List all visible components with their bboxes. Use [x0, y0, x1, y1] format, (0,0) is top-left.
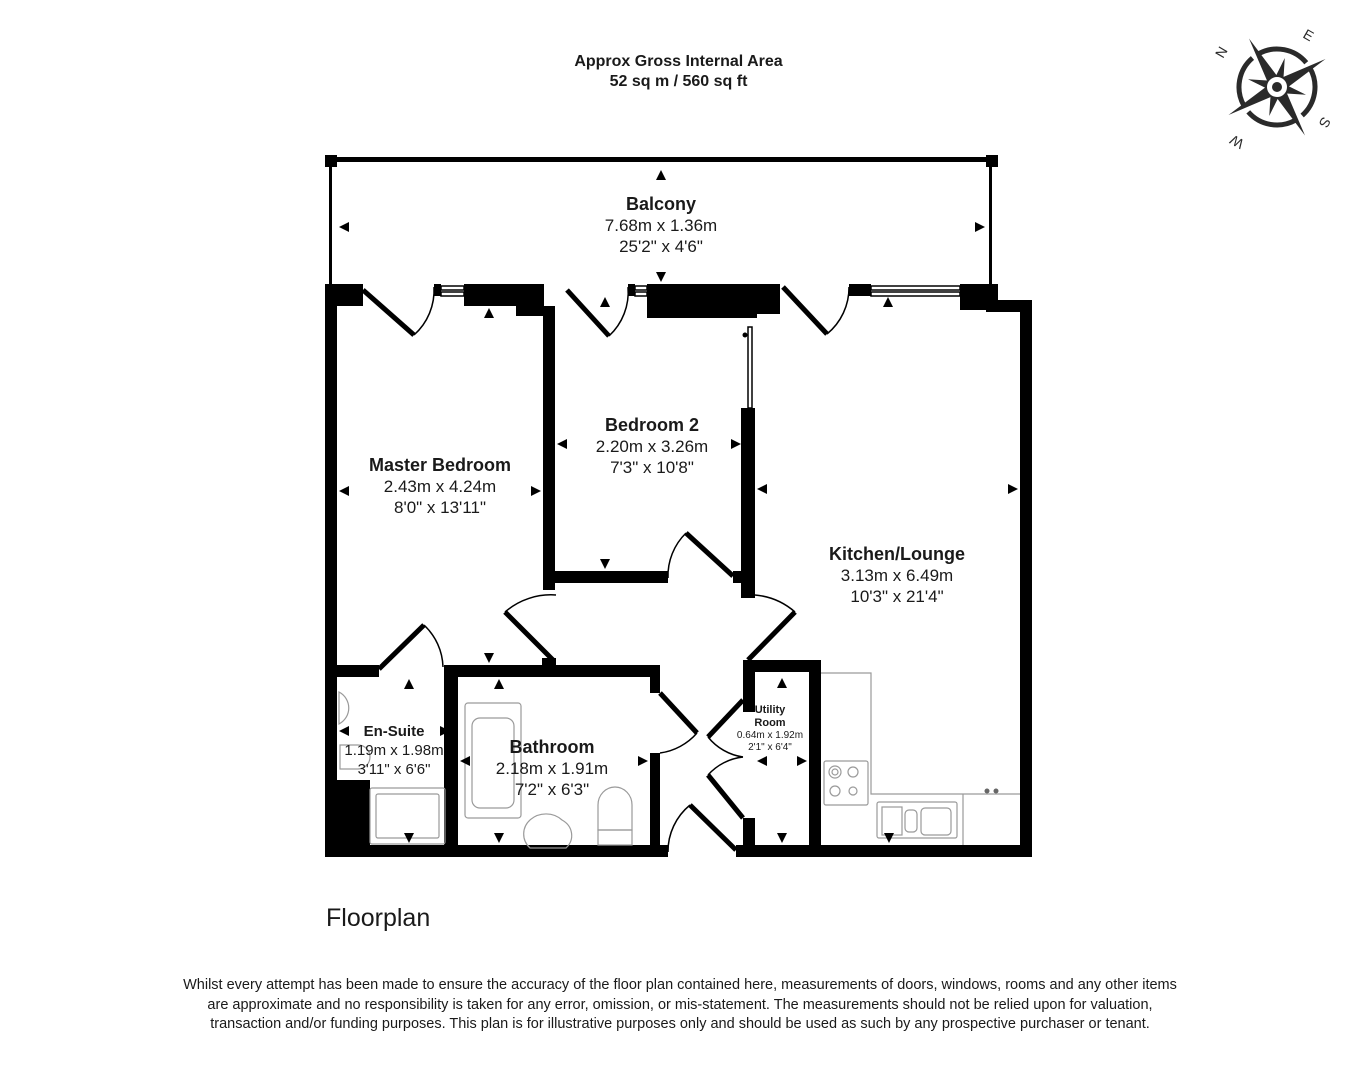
gross-internal-area: Approx Gross Internal Area 52 sq m / 560… — [0, 52, 1357, 92]
room-metric: 2.43m x 4.24m — [383, 477, 497, 496]
room-metric: 1.19m x 1.98m — [344, 742, 444, 759]
room-imperial: 8'0" x 13'11" — [394, 498, 486, 517]
dimension-arrows — [339, 170, 1018, 843]
room-imperial: 25'2" x 4'6" — [619, 237, 703, 256]
room-metric: 2.20m x 3.26m — [595, 437, 709, 456]
room-imperial: 7'2" x 6'3" — [514, 780, 590, 799]
room-metric: 2.18m x 1.91m — [495, 759, 609, 778]
room-imperial: 2'1" x 6'4" — [748, 742, 792, 753]
room-kitchen-lounge: Kitchen/Lounge 3.13m x 6.49m 10'3" x 21'… — [829, 543, 965, 607]
room-metric: 7.68m x 1.36m — [604, 216, 718, 235]
room-name: Balcony — [625, 194, 697, 214]
room-name: Master Bedroom — [368, 455, 512, 475]
walls — [325, 155, 1032, 857]
room-name-line2: Room — [754, 717, 786, 729]
area-value: 52 sq m / 560 sq ft — [609, 73, 748, 90]
floor-plan-drawing: Balcony 7.68m x 1.36m 25'2" x 4'6" Maste… — [325, 155, 1032, 857]
area-title: Approx Gross Internal Area — [574, 53, 783, 70]
room-imperial: 3'11" x 6'6" — [357, 761, 431, 778]
room-bedroom-2: Bedroom 2 2.20m x 3.26m 7'3" x 10'8" — [596, 414, 708, 478]
kitchen-units — [821, 672, 1020, 845]
room-balcony: Balcony 7.68m x 1.36m 25'2" x 4'6" — [605, 193, 717, 257]
room-name: En-Suite — [363, 723, 425, 740]
room-en-suite: En-Suite 1.19m x 1.98m 3'11" x 6'6" — [344, 722, 443, 779]
room-name: Kitchen/Lounge — [829, 544, 965, 564]
room-imperial: 10'3" x 21'4" — [850, 587, 944, 606]
room-bathroom: Bathroom 2.18m x 1.91m 7'2" x 6'3" — [496, 736, 608, 800]
room-name: Bathroom — [509, 737, 595, 757]
room-name-line1: Utility — [754, 704, 786, 716]
room-imperial: 7'3" x 10'8" — [610, 458, 694, 477]
room-name: Bedroom 2 — [604, 415, 700, 435]
compass-rose-icon: N E S W — [1205, 15, 1350, 160]
disclaimer-text: Whilst every attempt has been made to en… — [183, 977, 1177, 1032]
floorplan-caption: Floorplan — [326, 904, 431, 932]
room-master-bedroom: Master Bedroom 2.43m x 4.24m 8'0" x 13'1… — [369, 454, 511, 518]
room-metric: 0.64m x 1.92m — [736, 730, 804, 741]
room-metric: 3.13m x 6.49m — [840, 566, 954, 585]
room-utility: Utility Room 0.64m x 1.92m 2'1" x 6'4" — [737, 704, 803, 754]
